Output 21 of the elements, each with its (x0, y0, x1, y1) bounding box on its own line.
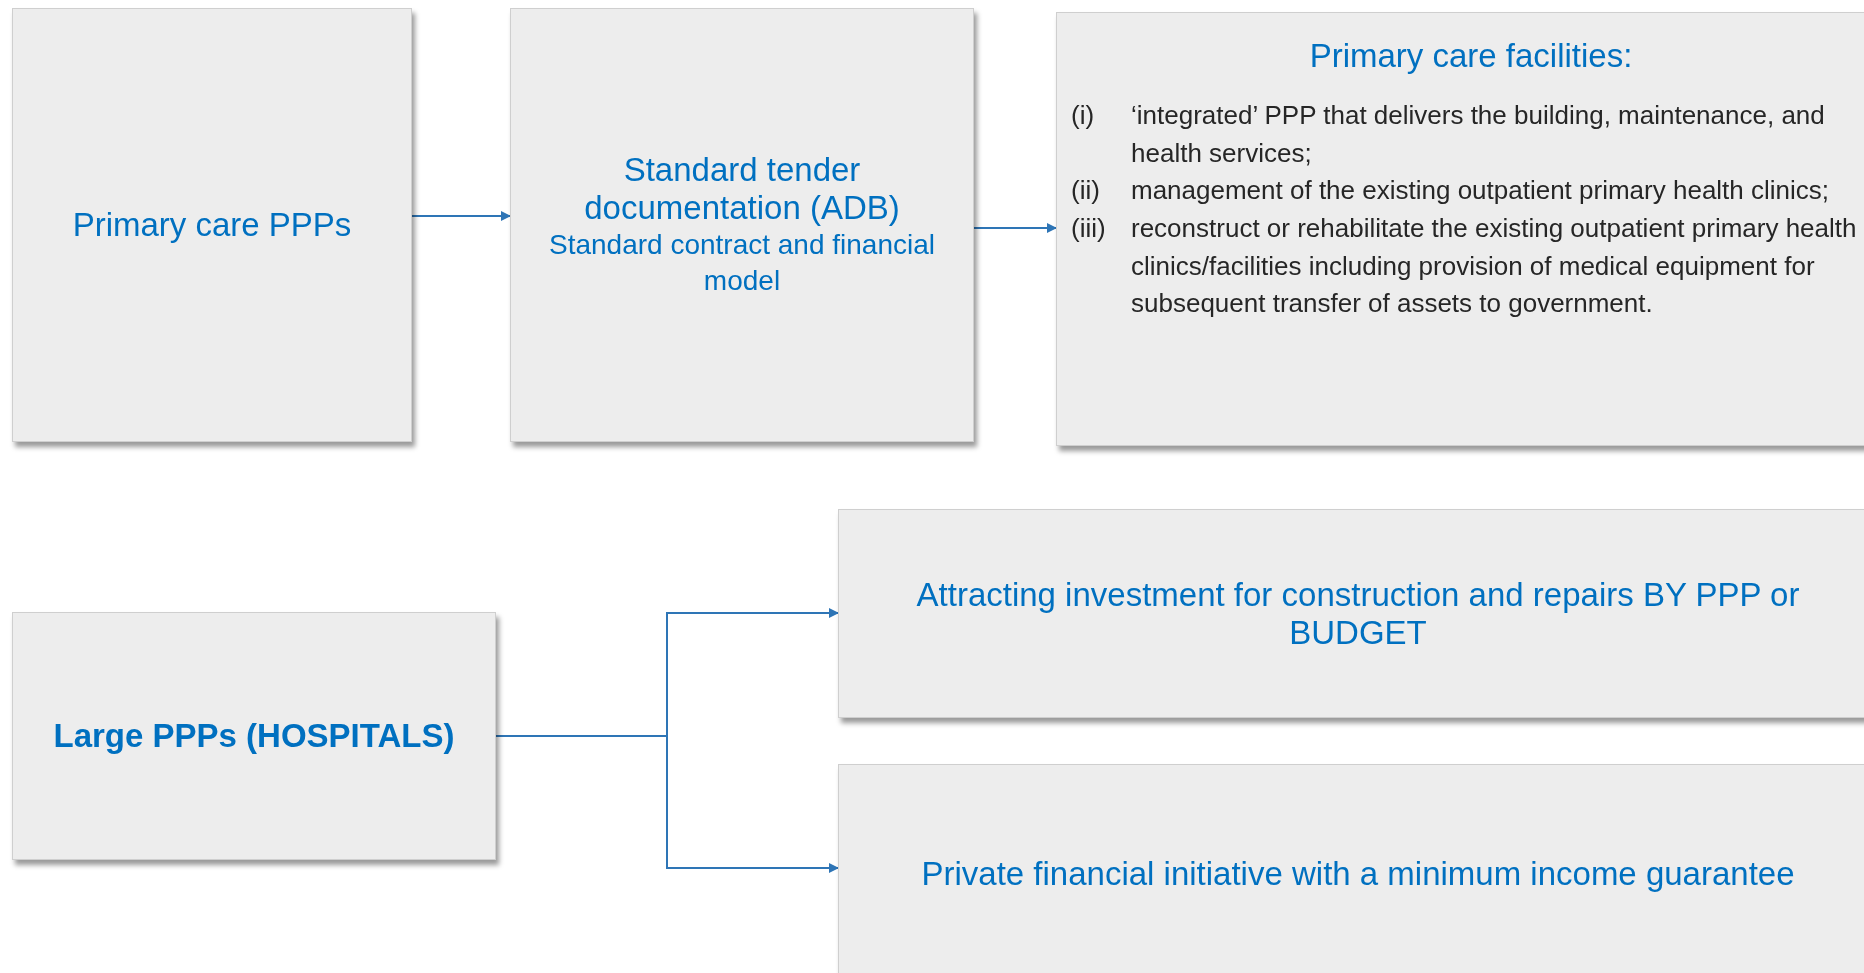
list-number: (i) (1071, 98, 1096, 132)
list-item-text: reconstruct or rehabilitate the existing outpatient primary health clinics/facilities including provision of medical equipment for subsequent transfer of assets to government. (1131, 212, 1858, 321)
process-box (12, 8, 412, 442)
list-number: (ii) (1071, 174, 1101, 208)
box-title: Private financial initiative with a minimum income guarantee (920, 855, 1796, 893)
process-box (510, 8, 974, 442)
box-title: Large PPPs (HOSPITALS) (52, 717, 456, 755)
box-title: Standard tender documentation (ADB) (583, 150, 901, 227)
process-box (1056, 12, 1864, 446)
process-box (12, 612, 496, 860)
process-box (838, 509, 1864, 718)
list-item-text: ‘integrated’ PPP that delivers the building, maintenance, and health services; (1131, 98, 1826, 170)
list-number: (iii) (1071, 212, 1107, 245)
process-box (838, 764, 1864, 973)
box-subtitle: Standard contract and financial model (548, 227, 936, 298)
arrow (411, 211, 511, 221)
box-title: Primary care PPPs (71, 206, 353, 244)
box-heading: Primary care facilities: (1309, 37, 1633, 75)
list-item-text: management of the existing outpatient primary health clinics; (1131, 174, 1831, 208)
box-title: Attracting investment for construction and repairs BY PPP or BUDGET (915, 575, 1801, 652)
arrow (973, 223, 1057, 233)
